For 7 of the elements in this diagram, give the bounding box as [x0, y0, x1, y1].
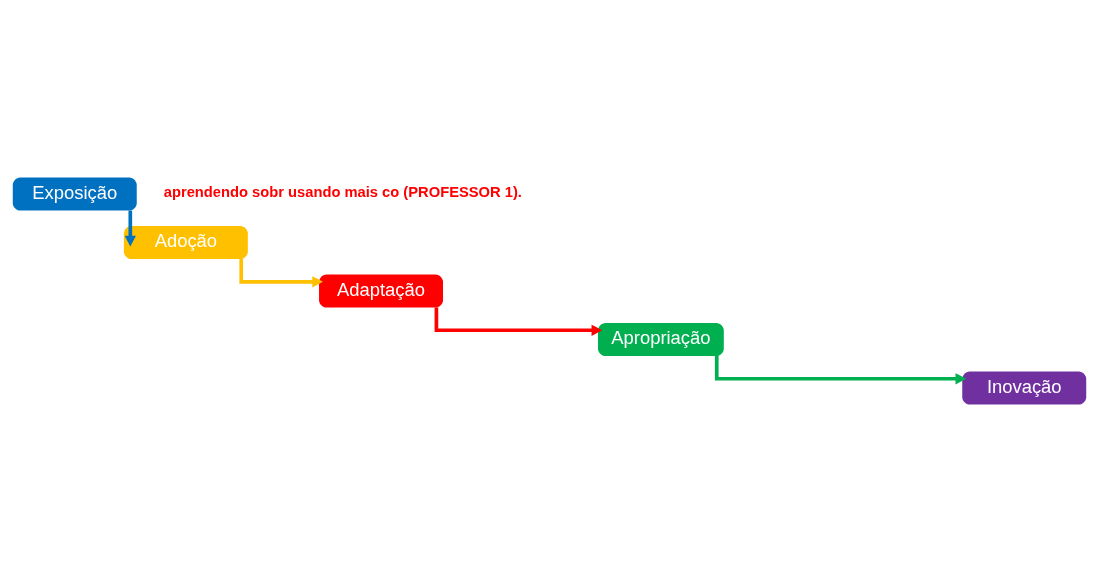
label: aprendendo sobr usando mais co (PROFESSOR 1).: [163, 183, 522, 200]
arrow: [124, 210, 136, 246]
node-box: Apropriação: [598, 322, 724, 356]
node-box: Inovação: [962, 370, 1087, 405]
node-box: Adaptação: [319, 273, 443, 308]
arrow: [714, 355, 967, 384]
node-box: Exposição: [12, 176, 137, 211]
